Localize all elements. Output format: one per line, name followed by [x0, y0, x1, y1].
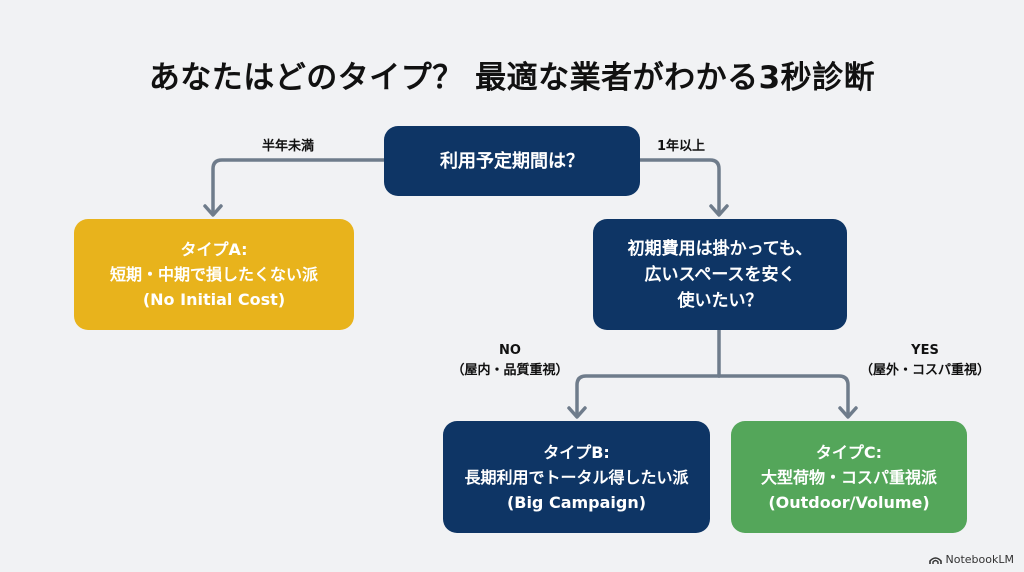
edge-label-yes-detail: （屋外・コスパ重視）	[860, 363, 991, 378]
type-subtitle: (Big Campaign)	[506, 492, 647, 512]
question-line: 初期費用は掛かっても、	[627, 238, 813, 259]
page-title: あなたはどのタイプ？ 最適な業者がわかる3秒診断	[148, 60, 876, 96]
edge-label-yes-answer: YES	[911, 343, 939, 358]
type-subtitle: (Outdoor/Volume)	[768, 492, 930, 512]
arrowhead-short	[203, 204, 223, 217]
question-text: 利用予定期間は？	[440, 150, 584, 172]
edge-label-no: NO （屋内・品質重視）	[450, 341, 570, 381]
edge-label-long: 1年以上	[657, 139, 706, 154]
question-node-cost: 初期費用は掛かっても、 広いスペースを安く 使いたい？	[593, 219, 847, 330]
arrowhead-long	[709, 204, 729, 217]
connector-long	[638, 158, 721, 216]
type-heading: タイプB:	[543, 442, 610, 462]
result-node-type-c: タイプC: 大型荷物・コスパ重視派 (Outdoor/Volume)	[731, 421, 967, 533]
type-subtitle: (No Initial Cost)	[142, 290, 286, 309]
result-node-type-b: タイプB: 長期利用でトータル得したい派 (Big Campaign)	[443, 421, 710, 533]
edge-label-short: 半年未満	[262, 139, 315, 154]
question-line: 広いスペースを安く	[644, 264, 796, 285]
edge-label-yes: YES （屋外・コスパ重視）	[860, 341, 990, 381]
arrowhead-yes	[838, 406, 858, 419]
connector-no	[575, 374, 721, 418]
type-heading: タイプC:	[815, 442, 883, 462]
type-heading: タイプA:	[180, 240, 248, 259]
type-description: 大型荷物・コスパ重視派	[760, 467, 937, 487]
edge-label-no-detail: （屋内・品質重視）	[451, 363, 569, 378]
type-description: 長期利用でトータル得したい派	[464, 467, 689, 487]
arrowhead-no	[567, 406, 587, 419]
brand-text: NotebookLM	[945, 553, 1014, 566]
connector-yes	[717, 374, 850, 418]
type-description: 短期・中期で損したくない派	[109, 265, 318, 284]
question-line: 使いたい？	[677, 290, 763, 311]
edge-label-no-answer: NO	[499, 343, 521, 358]
notebooklm-icon	[928, 557, 942, 564]
connector-short	[211, 158, 386, 216]
result-node-type-a: タイプA: 短期・中期で損したくない派 (No Initial Cost)	[74, 219, 354, 330]
question-node-duration: 利用予定期間は？	[384, 126, 640, 196]
brand-watermark: NotebookLM	[928, 553, 1014, 566]
